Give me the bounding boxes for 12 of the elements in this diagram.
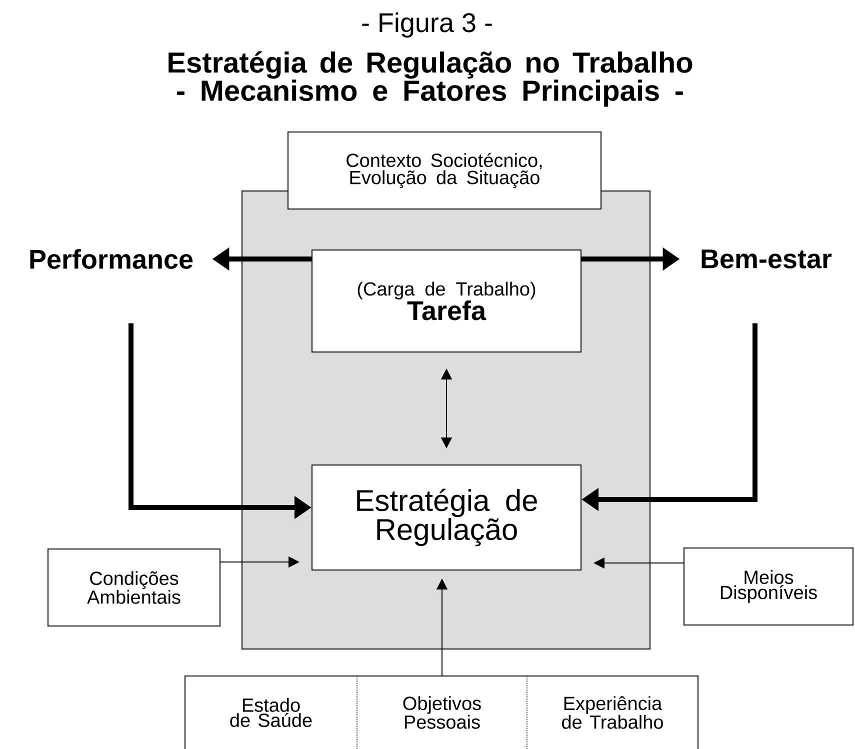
table-cell: Estado de Saúde [184, 676, 358, 749]
table-cell: Experiência de Trabalho [526, 676, 698, 749]
factor-box: Meios Disponíveis [684, 548, 854, 626]
factor-box: Condições Ambientais [48, 548, 220, 626]
strategy-box: Estratégia de Regulação [312, 464, 582, 570]
wellbeing-label: Bem-estar [702, 250, 832, 268]
table-cell: Objetivos Pessoais [356, 676, 528, 749]
context-box: Contexto Sociotécnico, Evolução da Situação [288, 132, 602, 210]
task-box: (Carga de Trabalho) Tarefa [312, 250, 582, 352]
figure-number: - Figura 3 - [362, 12, 492, 38]
title: Estratégia de Regulação no Trabalho - Mecanismo e Fatores Principais - [168, 51, 692, 107]
performance-label: Performance [30, 249, 193, 269]
